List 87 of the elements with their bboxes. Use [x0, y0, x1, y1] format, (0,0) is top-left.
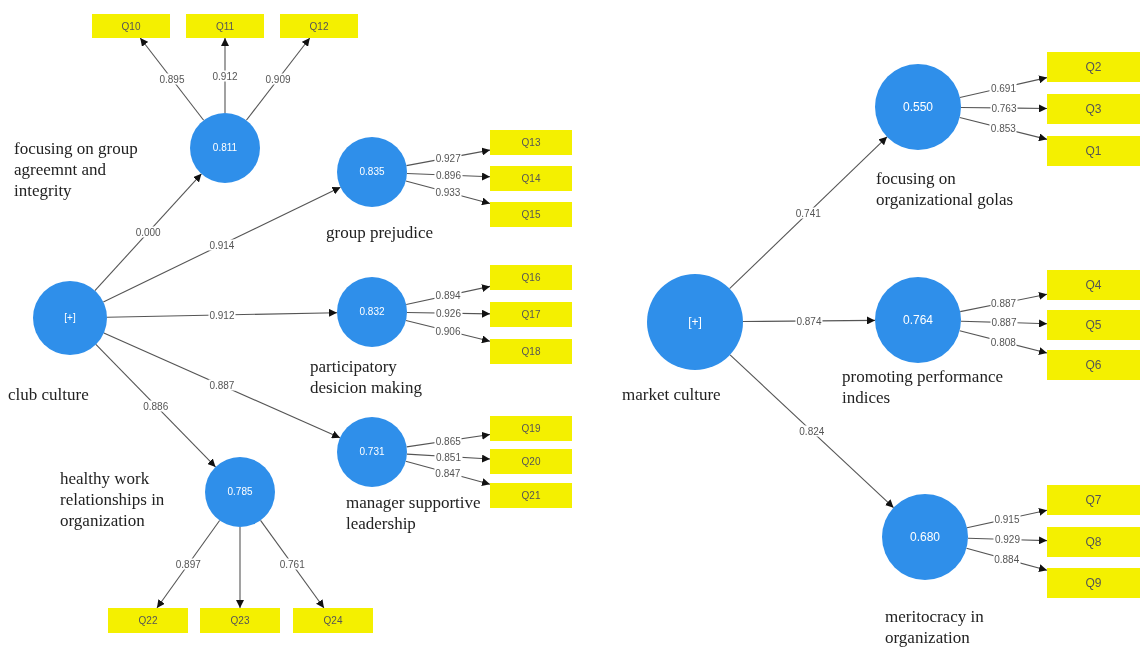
construct-name: manager supportive leadership — [346, 492, 482, 534]
construct-value: 0.764 — [903, 314, 933, 326]
construct-name: participatory desicion making — [310, 356, 423, 398]
construct-value: 0.811 — [212, 143, 238, 153]
indicator-box: Q16 — [490, 265, 572, 290]
construct-name: meritocracy in organization — [885, 606, 985, 648]
construct-circle — [205, 457, 275, 527]
indicator-box: Q10 — [92, 14, 170, 38]
edge-label: 0.912 — [208, 309, 236, 321]
edge-label: 0.915 — [993, 513, 1021, 525]
construct-name: club culture — [8, 384, 90, 405]
indicator-box: Q15 — [490, 202, 572, 227]
edge-label: 0.906 — [434, 325, 462, 337]
edge-label: 0.000 — [134, 226, 162, 238]
indicator-box: Q19 — [490, 416, 572, 441]
edge-label: 0.761 — [278, 558, 306, 570]
indicator-box: Q18 — [490, 339, 572, 364]
edge-label: 0.691 — [989, 82, 1017, 93]
construct-value: 0.835 — [359, 167, 385, 177]
construct-circle — [33, 281, 107, 355]
construct-value: 0.832 — [359, 307, 385, 317]
arrow — [221, 37, 229, 114]
edge-label: 0.824 — [798, 425, 826, 437]
edge-label: 0.884 — [993, 553, 1021, 565]
indicator-box: Q21 — [490, 483, 572, 508]
edge-label: 0.927 — [434, 152, 462, 164]
arrow — [95, 343, 217, 468]
construct-name: healthy work relationships in organization — [60, 468, 166, 531]
indicator-box: Q6 — [1047, 350, 1140, 380]
edge-label: 0.887 — [990, 316, 1018, 328]
indicator-box: Q20 — [490, 449, 572, 474]
edge-label: 0.865 — [434, 435, 462, 447]
indicator-box: Q4 — [1047, 270, 1140, 300]
arrow — [102, 186, 342, 303]
edge-label: 0.894 — [434, 290, 462, 301]
construct-value: 0.550 — [903, 101, 933, 113]
indicator-box: Q7 — [1047, 485, 1140, 515]
indicator-box: Q8 — [1047, 527, 1140, 557]
edge-label: 0.847 — [434, 467, 462, 479]
edge-label: 0.808 — [989, 336, 1017, 348]
arrow — [729, 354, 895, 509]
indicator-box: Q24 — [293, 608, 373, 633]
construct-value: [+] — [64, 313, 76, 323]
construct-name: market culture — [622, 384, 722, 405]
construct-name: promoting performance indices — [842, 366, 1004, 408]
edge-label: 0.897 — [174, 558, 202, 570]
construct-value: [+] — [688, 316, 702, 328]
edge-label: 0.933 — [434, 186, 462, 198]
edge-label: 0.926 — [434, 307, 462, 319]
indicator-box: Q23 — [200, 608, 280, 633]
indicator-box: Q17 — [490, 302, 572, 327]
indicator-box: Q3 — [1047, 94, 1140, 124]
indicator-box: Q12 — [280, 14, 358, 38]
arrow — [236, 526, 244, 609]
construct-value: 0.680 — [910, 531, 940, 543]
edge-label: 0.851 — [434, 451, 462, 463]
indicator-box: Q13 — [490, 130, 572, 155]
indicator-box: Q9 — [1047, 568, 1140, 598]
edge-label: 0.912 — [211, 70, 239, 81]
edge-label: 0.909 — [264, 73, 292, 85]
edge-label: 0.895 — [158, 73, 186, 85]
edge-label: 0.914 — [208, 239, 236, 251]
construct-name: focusing on group agreemnt and integrity — [14, 138, 139, 201]
indicator-box: Q14 — [490, 166, 572, 191]
indicator-box: Q5 — [1047, 310, 1140, 340]
indicator-box: Q2 — [1047, 52, 1140, 82]
edge-label: 0.853 — [989, 122, 1017, 134]
indicator-box: Q22 — [108, 608, 188, 633]
indicator-box: Q11 — [186, 14, 264, 38]
arrow — [156, 519, 221, 609]
arrow — [729, 136, 888, 290]
construct-name: focusing on organizational golas — [876, 168, 1015, 210]
indicator-box: Q1 — [1047, 136, 1140, 166]
arrow — [94, 173, 202, 292]
edge-label: 0.763 — [990, 102, 1018, 114]
edge-label: 0.741 — [794, 207, 822, 219]
arrow — [106, 308, 338, 318]
edge-label: 0.874 — [795, 315, 823, 327]
edge-label: 0.896 — [434, 169, 462, 181]
edge-label: 0.929 — [993, 533, 1021, 545]
edge-label: 0.886 — [142, 400, 170, 412]
edge-label: 0.887 — [990, 297, 1018, 309]
edge-label: 0.887 — [208, 379, 236, 391]
construct-value: 0.785 — [227, 487, 253, 497]
construct-name: group prejudice — [326, 222, 435, 243]
construct-value: 0.731 — [359, 447, 385, 457]
arrow — [103, 332, 341, 439]
